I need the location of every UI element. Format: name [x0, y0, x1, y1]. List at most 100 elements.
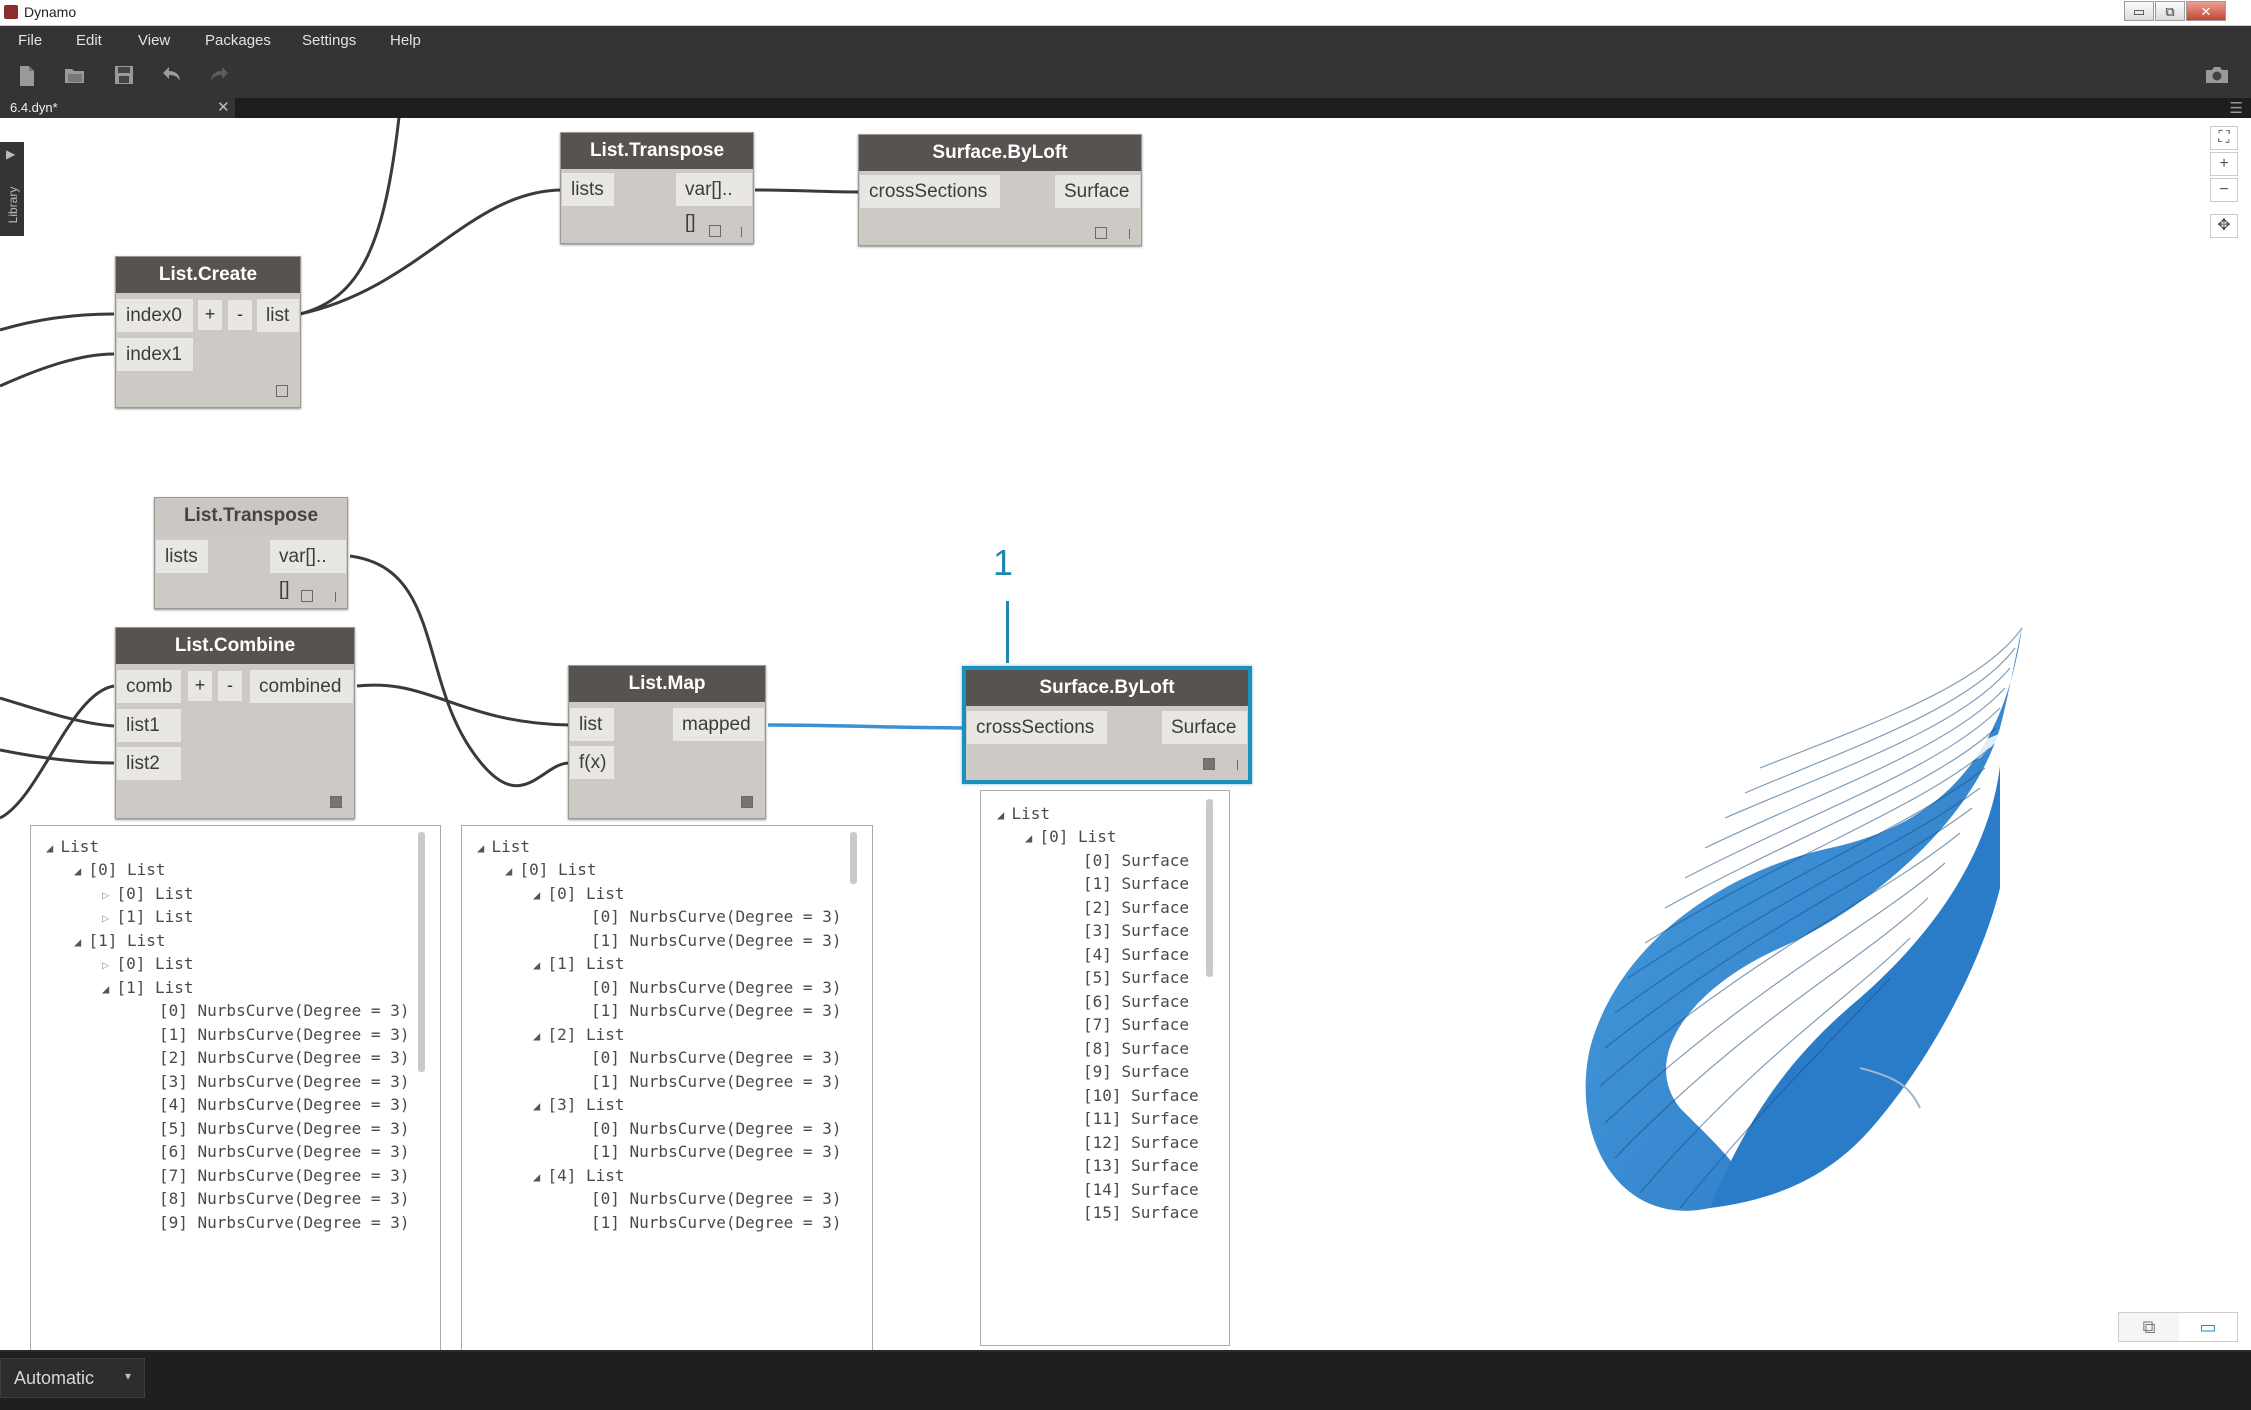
tree-row: [3] Surface	[1083, 921, 1189, 940]
remove-input-button[interactable]: -	[228, 300, 252, 330]
node-list-transpose-mid[interactable]: List.Transpose lists var[]..[]	[154, 497, 348, 609]
tab-file[interactable]: 6.4.dyn* ✕	[0, 98, 235, 118]
node-surface-byloft-selected[interactable]: Surface.ByLoft crossSections Surface	[962, 666, 1252, 784]
vertical-scrollbar[interactable]	[850, 832, 857, 884]
output-port-var[interactable]: var[]..[]	[676, 173, 752, 233]
node-list-transpose-top[interactable]: List.Transpose lists var[]..[]	[560, 132, 754, 244]
output-port-var[interactable]: var[]..[]	[270, 540, 346, 600]
vertical-scrollbar[interactable]	[1206, 799, 1213, 977]
tree-row[interactable]: ◢ [3] List	[533, 1095, 625, 1114]
menu-help[interactable]: Help	[390, 32, 421, 49]
vertical-scrollbar[interactable]	[418, 832, 425, 1072]
watch-panel-combine[interactable]: ◢ List ◢ [0] List ▷ [0] List ▷ [1] List …	[30, 825, 441, 1350]
input-port-comb[interactable]: comb	[117, 670, 181, 703]
undo-icon[interactable]	[160, 65, 184, 89]
input-port-fx[interactable]: f(x)	[570, 746, 614, 779]
preview-toggle[interactable]	[741, 796, 753, 808]
menu-view[interactable]: View	[138, 32, 171, 49]
tab-menu-icon[interactable]: ☰	[2229, 100, 2243, 117]
node-surface-byloft-top[interactable]: Surface.ByLoft crossSections Surface	[858, 134, 1142, 246]
minimize-button[interactable]: ▭	[2124, 1, 2154, 21]
tree-row[interactable]: ◢ [2] List	[533, 1025, 625, 1044]
library-toggle[interactable]: ▶ Library	[0, 142, 24, 236]
wire-selected	[767, 723, 969, 730]
redo-icon[interactable]	[207, 65, 231, 89]
tree-row[interactable]: ◢ [0] List	[505, 860, 597, 879]
graph-canvas[interactable]: ▶ Library List.Transpose lists var[]..[]…	[0, 118, 2251, 1350]
tree-row[interactable]: ◢ [1] List	[533, 954, 625, 973]
tree-row[interactable]: ◢ [4] List	[533, 1166, 625, 1185]
preview-toggle[interactable]	[330, 796, 342, 808]
zoom-in-icon[interactable]: +	[2210, 152, 2238, 176]
add-input-button[interactable]: +	[188, 671, 212, 701]
tree-row: [2] Surface	[1083, 898, 1189, 917]
output-port-mapped[interactable]: mapped	[673, 708, 764, 741]
close-window-button[interactable]: ✕	[2186, 1, 2226, 21]
tree-row[interactable]: ◢ [1] List	[102, 978, 194, 997]
watch-panel-map[interactable]: ◢ List ◢ [0] List ◢ [0] List [0] NurbsCu…	[461, 825, 873, 1350]
preview-toggle[interactable]	[301, 590, 313, 602]
pan-icon[interactable]: ✥	[2210, 214, 2238, 238]
input-port-list1[interactable]: list1	[117, 709, 181, 742]
tree-row[interactable]: ◢ List	[477, 837, 530, 856]
tree-row[interactable]: ◢ List	[997, 804, 1050, 823]
wire	[0, 312, 115, 332]
node-list-map[interactable]: List.Map list mapped f(x)	[568, 665, 766, 819]
tree-row: [6] NurbsCurve(Degree = 3)	[159, 1142, 410, 1161]
watch-panel-loft[interactable]: ◢ List ◢ [0] List [0] Surface [1] Surfac…	[980, 790, 1230, 1346]
tree-row[interactable]: ◢ [0] List	[533, 884, 625, 903]
input-port-index1[interactable]: index1	[117, 338, 193, 371]
camera-icon[interactable]	[2204, 65, 2228, 89]
wire	[0, 748, 115, 765]
input-port-list2[interactable]: list2	[117, 747, 181, 780]
geometry-view-icon[interactable]: ⧉	[2142, 1317, 2156, 1337]
new-file-icon[interactable]	[15, 65, 39, 89]
input-port-list[interactable]: list	[570, 708, 614, 741]
output-port-surface[interactable]: Surface	[1055, 175, 1140, 208]
remove-input-button[interactable]: -	[218, 671, 242, 701]
input-port-lists[interactable]: lists	[562, 173, 614, 206]
menu-edit[interactable]: Edit	[76, 32, 102, 49]
menu-packages[interactable]: Packages	[205, 32, 271, 49]
wire	[299, 188, 564, 316]
tree-row: [0] NurbsCurve(Degree = 3)	[591, 978, 842, 997]
tree-row: [8] NurbsCurve(Degree = 3)	[159, 1189, 410, 1208]
output-port-combined[interactable]: combined	[250, 670, 353, 703]
add-input-button[interactable]: +	[198, 300, 222, 330]
preview-toggle[interactable]	[1095, 227, 1107, 239]
input-port-crosssections[interactable]: crossSections	[967, 711, 1107, 744]
preview-toggle[interactable]	[276, 385, 288, 397]
tree-row[interactable]: ◢ [1] List	[74, 931, 166, 950]
output-port-list[interactable]: list	[257, 299, 299, 332]
tree-row[interactable]: ◢ List	[46, 837, 99, 856]
tab-close-icon[interactable]: ✕	[217, 99, 230, 116]
callout-line	[1006, 601, 1009, 663]
zoom-fit-icon[interactable]: ⛶	[2210, 126, 2238, 150]
output-port-surface[interactable]: Surface	[1162, 711, 1247, 744]
open-file-icon[interactable]	[63, 65, 87, 89]
tree-row[interactable]: ▷ [0] List	[102, 954, 194, 973]
tree-row[interactable]: ▷ [0] List	[102, 884, 194, 903]
menu-file[interactable]: File	[18, 32, 43, 49]
tree-row[interactable]: ◢ [0] List	[1025, 827, 1117, 846]
graph-view-icon[interactable]: ▭	[2179, 1313, 2237, 1341]
restore-button[interactable]: ⧉	[2155, 1, 2185, 21]
zoom-out-icon[interactable]: −	[2210, 178, 2238, 202]
tree-row[interactable]: ◢ [0] List	[74, 860, 166, 879]
input-port-index0[interactable]: index0	[117, 299, 193, 332]
geometry-preview[interactable]	[1560, 608, 2030, 1268]
wire	[299, 118, 401, 316]
node-list-create[interactable]: List.Create index0 + - list index1	[115, 256, 301, 408]
run-mode-dropdown[interactable]: Automatic ▾	[0, 1358, 145, 1398]
menu-settings[interactable]: Settings	[302, 32, 357, 49]
tree-row[interactable]: ▷ [1] List	[102, 907, 194, 926]
node-title: List.Transpose	[155, 498, 347, 534]
preview-toggle[interactable]	[1203, 758, 1215, 770]
input-port-crosssections[interactable]: crossSections	[860, 175, 1000, 208]
title-bar: Dynamo ▭ ⧉ ✕	[0, 0, 2251, 26]
node-list-combine[interactable]: List.Combine comb + - combined list1 lis…	[115, 627, 355, 819]
save-icon[interactable]	[112, 65, 136, 89]
preview-toggle[interactable]	[709, 225, 721, 237]
tree-row: [11] Surface	[1083, 1109, 1199, 1128]
input-port-lists[interactable]: lists	[156, 540, 208, 573]
